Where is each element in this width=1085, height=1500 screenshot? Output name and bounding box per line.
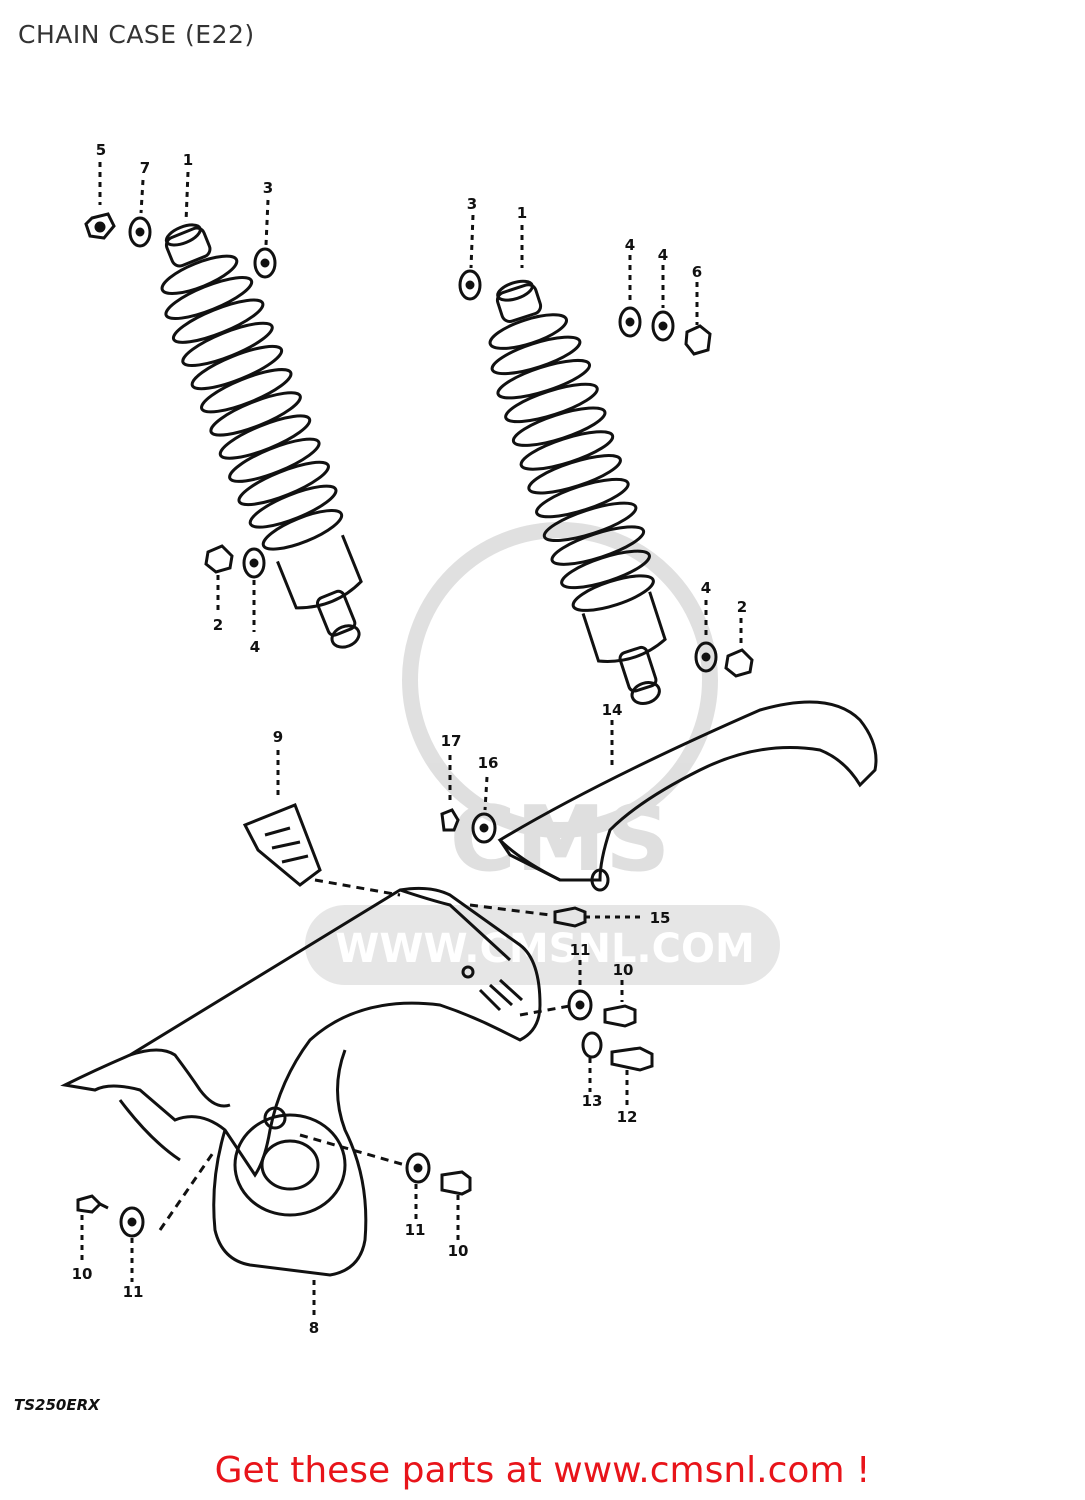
watermark-url: WWW.CMSNL.COM	[335, 926, 755, 972]
callout-5: 5	[96, 141, 106, 159]
hardware-shock-bottom	[204, 544, 754, 678]
parts-store-link[interactable]: Get these parts at www.cmsnl.com !	[214, 1450, 871, 1491]
callout-4: 4	[250, 638, 260, 656]
callout-8: 8	[309, 1319, 319, 1337]
callout-4: 4	[625, 236, 635, 254]
callout-3: 3	[263, 179, 273, 197]
callout-11: 11	[570, 941, 591, 959]
callout-13: 13	[582, 1092, 603, 1110]
watermark-logo: CMS	[450, 787, 670, 892]
hardware-top-left	[84, 162, 277, 279]
callout-2: 2	[213, 616, 223, 634]
chain-case-8	[60, 886, 542, 1318]
callout-4: 4	[658, 246, 668, 264]
model-code: TS250ERX	[14, 1396, 100, 1414]
callout-17: 17	[441, 732, 462, 750]
shock-absorber-left	[160, 223, 363, 649]
chain-guide-14	[497, 700, 878, 892]
shock-absorber-right	[488, 279, 667, 705]
callout-10: 10	[613, 961, 634, 979]
callout-15: 15	[650, 909, 671, 927]
callout-11: 11	[405, 1221, 426, 1239]
callout-10: 10	[448, 1242, 469, 1260]
hardware-16-17	[440, 755, 497, 844]
watermark: CMS WWW.CMSNL.COM	[305, 522, 780, 985]
callout-4: 4	[701, 579, 711, 597]
page-title: CHAIN CASE (E22)	[18, 20, 255, 49]
callout-12: 12	[617, 1108, 638, 1126]
callout-10: 10	[72, 1265, 93, 1283]
callout-1: 1	[183, 151, 193, 169]
hardware-top-right	[458, 214, 712, 356]
callout-11: 11	[123, 1283, 144, 1301]
callout-labels: 5 7 1 3 3 1 4 4 6 2 4 4 2 9 17 16 14 15 …	[72, 141, 748, 1337]
callout-16: 16	[478, 754, 499, 772]
hardware-chain-case	[76, 903, 654, 1282]
callout-6: 6	[692, 263, 702, 281]
callout-1: 1	[517, 204, 527, 222]
callout-14: 14	[602, 701, 623, 719]
callout-3: 3	[467, 195, 477, 213]
callout-2: 2	[737, 598, 747, 616]
callout-9: 9	[273, 728, 283, 746]
bracket-9	[242, 750, 401, 897]
callout-7: 7	[140, 159, 150, 177]
